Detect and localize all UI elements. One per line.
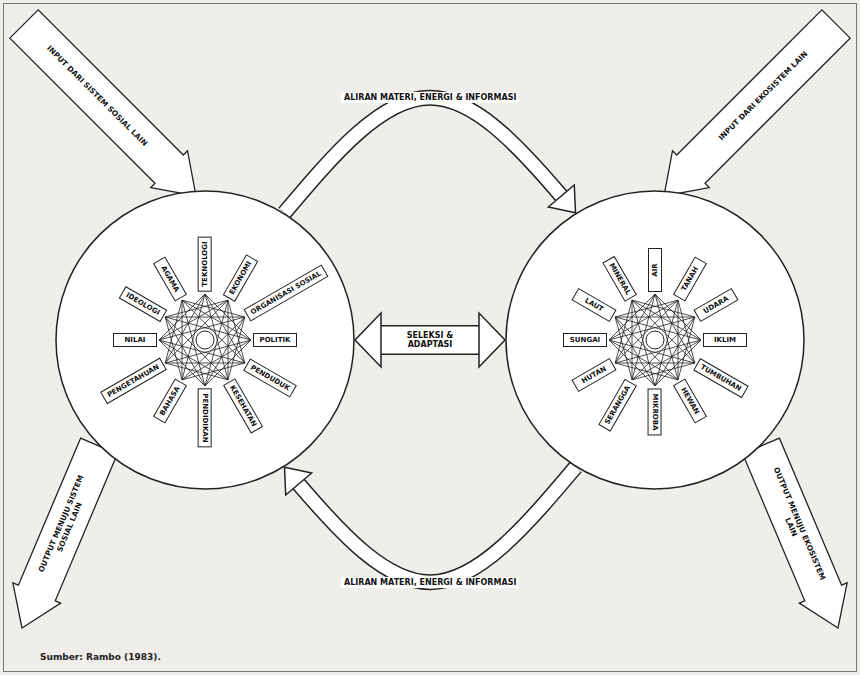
center-ring [196,331,214,349]
interaction-line [615,300,678,317]
component-spoke: MIKROBA [648,388,662,435]
spoke-label: MIKROBA [652,393,659,430]
spoke-label: IKLIM [714,337,736,344]
component-spoke: SUNGAI [563,333,607,347]
system-circle: AIRTANAHUDARAIKLIMTUMBUHANHEWANMIKROBASE… [505,190,805,490]
flow-arrow [355,313,505,367]
center-ring [646,331,664,349]
star-network [609,294,701,386]
spoke-label: AIR [652,263,659,276]
component-spoke: PENDIDIKAN [198,388,212,447]
io-arrow [664,10,850,196]
arrow-head [284,467,311,495]
flow-arrow [284,467,575,582]
star-network [159,294,251,386]
arrow-band-inner [284,467,575,582]
interaction-line [165,300,228,317]
arrow-head [355,313,381,367]
flow-label: ALIRAN MATERI, ENERGI & INFORMASI [341,92,519,103]
interaction-line [632,363,695,380]
arrow-head [479,313,505,367]
component-spoke: POLITIK [253,333,297,347]
io-arrow [10,10,196,196]
component-spoke: TEKNOLOGI [198,237,212,292]
io-arrow-label: OUTPUT MENUJU SISTEM SOSIAL LAIN [32,461,99,589]
component-spoke: AIR [648,248,662,292]
spoke-label: PENDIDIKAN [202,393,209,442]
spoke-label: NILAI [125,337,146,344]
arrow-band [284,98,575,213]
interaction-line [182,363,245,380]
spoke-label: TEKNOLOGI [202,242,209,287]
spoke-label: POLITIK [260,337,291,344]
arrow-head [548,185,575,213]
component-spoke: IKLIM [703,333,747,347]
source-caption: Sumber: Rambo (1983). [40,652,161,662]
io-arrow-label: OUTPUT MENUJU EKOSISTEM LAIN [761,461,828,589]
io-arrow-label: INPUT DARI EKOSISTEM LAIN [693,26,833,166]
circle-border [506,191,804,489]
flow-arrow [284,98,575,213]
io-arrow [743,438,848,628]
flow-label: SELEKSI & ADAPTASI [392,330,468,350]
interaction-line [632,300,695,317]
flow-label: ALIRAN MATERI, ENERGI & INFORMASI [341,577,519,588]
arrow-band [284,467,575,582]
circle-outline [505,190,805,490]
interaction-line [228,300,245,363]
component-spoke: NILAI [113,333,157,347]
system-circle: TEKNOLOGIEKONOMIORGANISASI SOSIALPOLITIK… [55,190,355,490]
interaction-line [615,317,632,380]
interaction-line [182,300,245,317]
circle-border [56,191,354,489]
io-arrow-label: INPUT DARI SISTEM SOSIAL LAIN [27,26,167,166]
arrow-band-inner [284,98,575,213]
spoke-label: SUNGAI [570,337,600,344]
figure-frame [4,4,857,672]
io-arrow [13,438,118,628]
interaction-line [165,317,182,380]
